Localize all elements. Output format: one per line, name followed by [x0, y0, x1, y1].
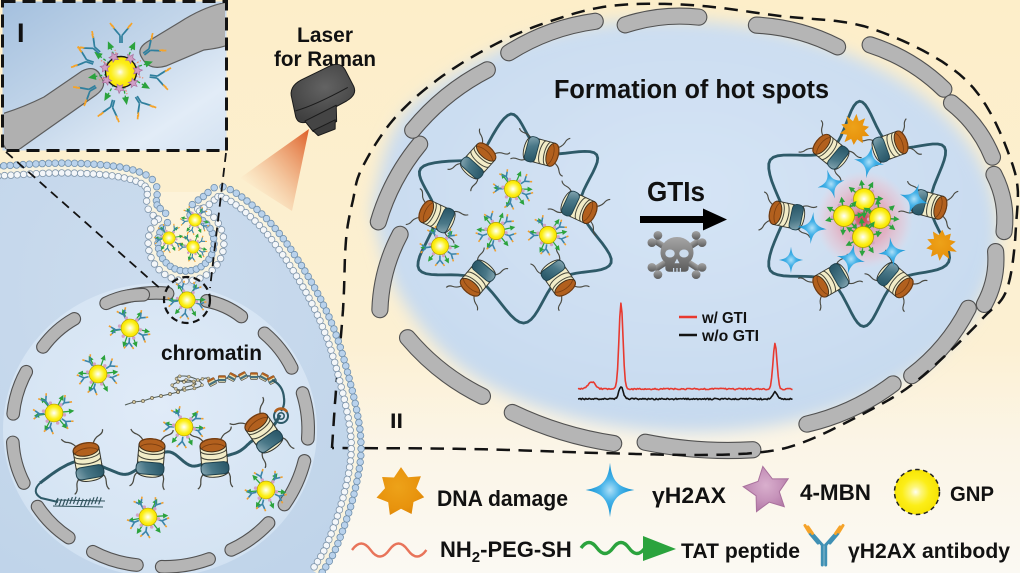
svg-text:NH2-PEG-SH: NH2-PEG-SH	[440, 537, 572, 566]
svg-text:chromatin: chromatin	[161, 342, 262, 365]
svg-text:DNA damage: DNA damage	[437, 486, 568, 511]
svg-text:I: I	[17, 18, 25, 48]
svg-text:γH2AX antibody: γH2AX antibody	[848, 539, 1010, 563]
svg-text:GNP: GNP	[950, 483, 994, 506]
svg-text:Laser: Laser	[297, 24, 353, 47]
svg-text:TAT peptide: TAT peptide	[681, 539, 800, 563]
svg-text:γH2AX: γH2AX	[652, 483, 726, 508]
svg-text:GTIs: GTIs	[647, 176, 705, 207]
svg-text:Formation of hot spots: Formation of hot spots	[554, 76, 829, 104]
svg-text:II: II	[390, 410, 403, 433]
svg-text:w/ GTI: w/ GTI	[701, 310, 747, 327]
svg-text:for Raman: for Raman	[274, 48, 376, 71]
svg-text:w/o GTI: w/o GTI	[701, 328, 759, 345]
svg-text:4-MBN: 4-MBN	[800, 480, 871, 505]
